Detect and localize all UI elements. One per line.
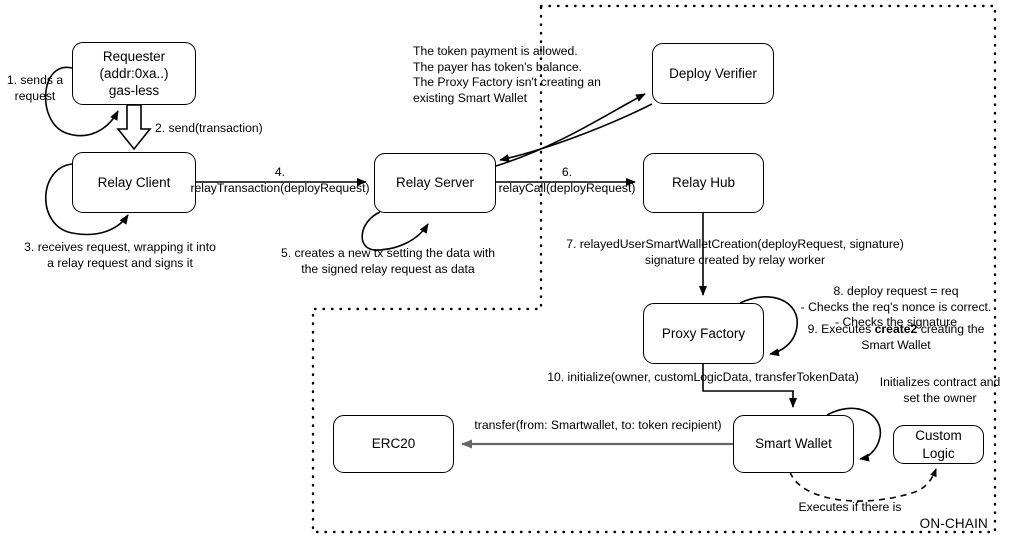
node-relay-hub-label: Relay Hub <box>671 175 736 191</box>
edge-deployverifier-to-relayserver <box>499 103 653 162</box>
node-proxy-factory-label: Proxy Factory <box>661 325 746 341</box>
label-proxy-factory-note-checks: 8. deploy request = req - Checks the req… <box>800 284 992 330</box>
edge-requester-to-relayclient <box>116 104 152 151</box>
node-erc20[interactable]: ERC20 <box>333 415 454 473</box>
node-custom-logic[interactable]: Custom Logic <box>893 425 984 464</box>
create2-note-prefix: 9. Executes <box>807 322 875 336</box>
label-step-6: 6. relayCall(deployRequest) <box>498 165 636 195</box>
label-onchain: ON-CHAIN <box>919 516 988 531</box>
node-erc20-label: ERC20 <box>371 436 416 452</box>
label-executes-note: Executes if there is <box>798 500 902 514</box>
label-step-1: 1. sends a request <box>6 73 64 103</box>
label-step-4: 4. relayTransaction(deployRequest) <box>190 165 370 195</box>
node-requester-label: Requester (addr:0xa..) gas-less <box>99 48 169 99</box>
node-proxy-factory[interactable]: Proxy Factory <box>643 303 764 364</box>
label-transfer: transfer(from: Smartwallet, to: token re… <box>474 418 722 432</box>
edge-relayserver-selfloop <box>361 211 429 251</box>
node-requester[interactable]: Requester (addr:0xa..) gas-less <box>72 42 196 105</box>
node-smart-wallet-label: Smart Wallet <box>755 436 832 452</box>
create2-keyword: create2 <box>874 322 918 336</box>
node-relay-client-label: Relay Client <box>97 174 171 190</box>
node-deploy-verifier[interactable]: Deploy Verifier <box>652 43 774 104</box>
node-relay-server-label: Relay Server <box>395 175 475 191</box>
node-relay-server[interactable]: Relay Server <box>374 153 496 213</box>
node-deploy-verifier-label: Deploy Verifier <box>669 65 757 81</box>
label-initializes-note: Initializes contract and set the owner <box>879 375 1001 405</box>
label-step-7: 7. relayedUserSmartWalletCreation(deploy… <box>566 237 904 267</box>
label-step-3: 3. receives request, wrapping it into a … <box>24 240 216 270</box>
label-step-5: 5. creates a new tx setting the data wit… <box>280 246 496 276</box>
label-step-10: 10. initialize(owner, customLogicData, t… <box>547 370 859 384</box>
label-deploy-verifier-note: The token payment is allowed. The payer … <box>413 44 601 105</box>
create2-note-suffix: creating the Smart Wallet <box>861 322 985 352</box>
label-step-2: 2. send(transaction) <box>155 121 263 135</box>
node-smart-wallet[interactable]: Smart Wallet <box>733 415 854 473</box>
edge-smartwallet-to-customlogic <box>789 468 937 502</box>
node-custom-logic-label: Custom Logic <box>915 428 962 461</box>
label-proxy-factory-note-create2: 9. Executes create2 creating the Smart W… <box>790 322 1002 353</box>
node-relay-hub[interactable]: Relay Hub <box>643 153 764 213</box>
node-relay-client[interactable]: Relay Client <box>72 152 196 213</box>
